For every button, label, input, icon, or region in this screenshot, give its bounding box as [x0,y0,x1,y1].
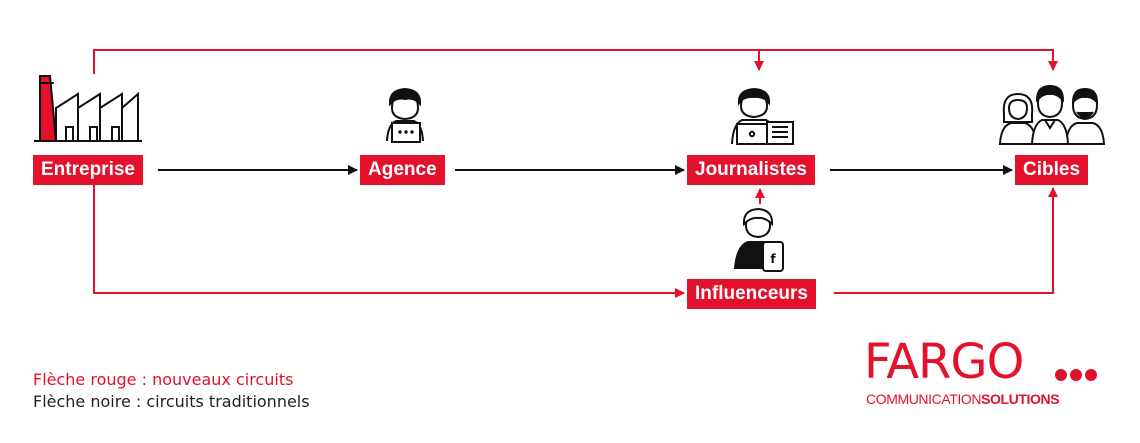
journalist-laptop-icon [731,87,794,145]
node-influenceurs: Influenceurs [687,279,816,309]
brand-dots [1055,368,1100,386]
new-circuit-arrows [93,49,1058,298]
factory-icon [34,75,142,142]
arrow-influenceurs-cibles [834,187,1058,294]
legend-red-arrows: Flèche rouge : nouveaux circuits [33,370,294,389]
brand-tagline-light: COMMUNICATION [866,391,982,407]
node-journalistes: Journalistes [687,155,815,185]
node-entreprise: Entreprise [33,155,143,185]
svg-text:f: f [770,252,776,266]
legend-black-arrows: Flèche noire : circuits traditionnels [33,392,310,411]
agency-person-laptop-icon [386,87,424,143]
brand-name: FARGO [864,334,1024,390]
node-agence: Agence [360,155,445,185]
arrow-top-loop [93,49,1058,74]
node-cibles: Cibles [1015,155,1089,185]
brand-tagline-bold: SOLUTIONS [981,391,1060,407]
brand-tagline: COMMUNICATIONSOLUTIONS [866,391,1060,407]
arrow-entreprise-influenceurs [93,184,685,298]
audience-group-icon [998,84,1106,145]
influencer-phone-icon: f [733,207,784,272]
